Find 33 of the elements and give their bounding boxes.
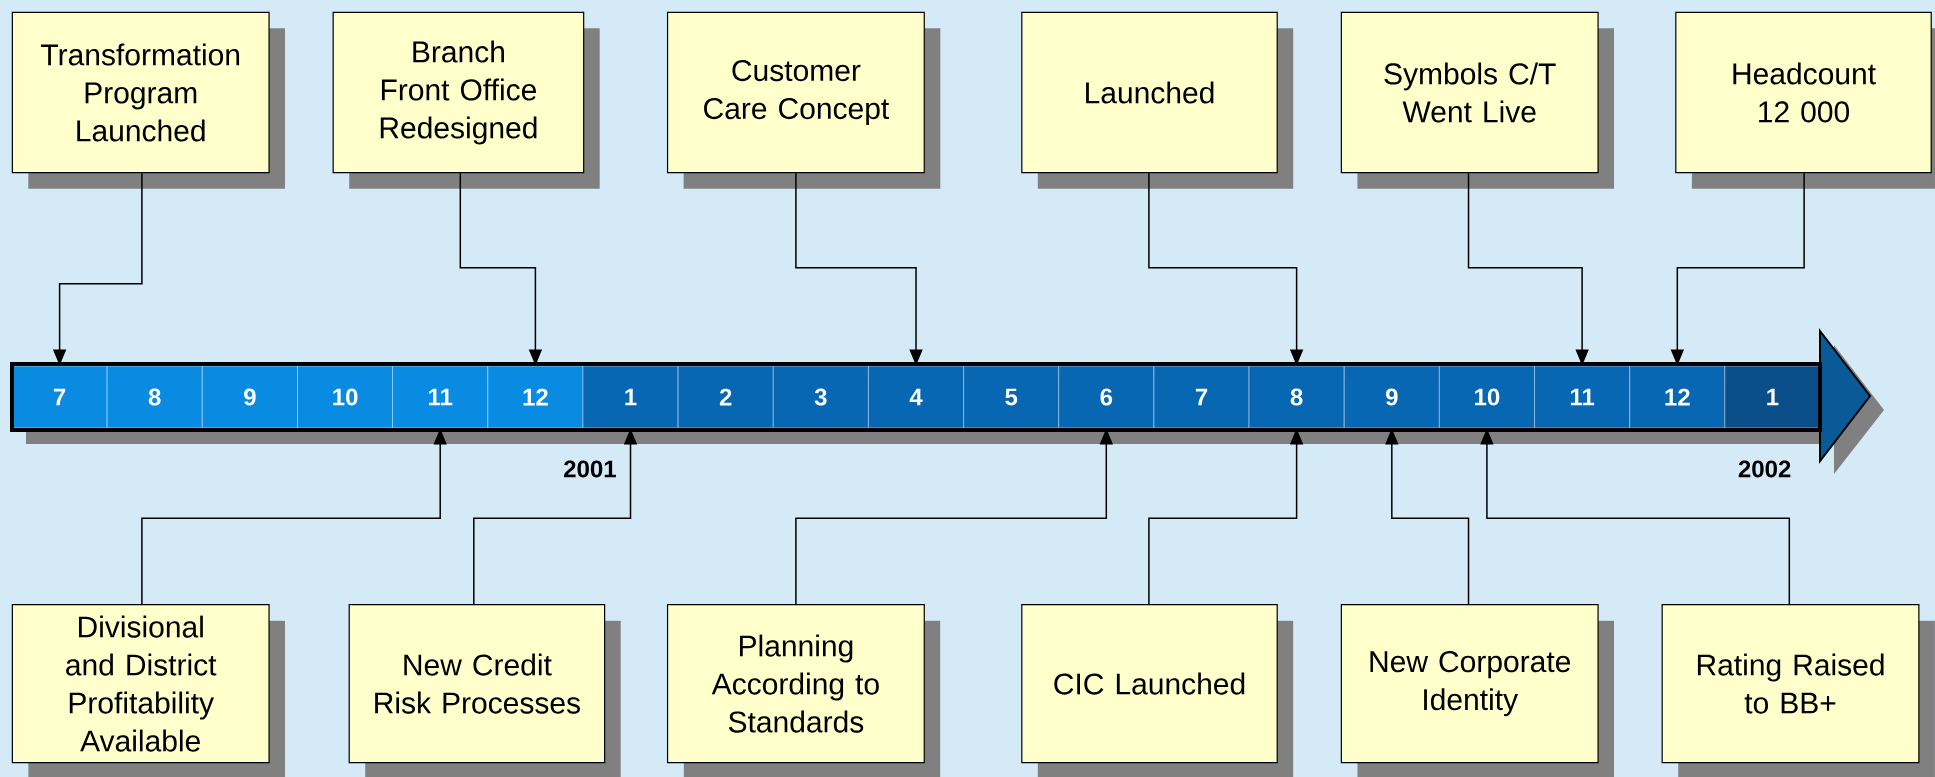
month-cell: 12 — [1629, 365, 1726, 429]
event-box: Branch Front Office Redesigned — [332, 11, 600, 189]
month-cell: 1 — [1724, 365, 1821, 429]
event-box: Launched — [1021, 11, 1294, 189]
month-cell: 10 — [297, 365, 394, 429]
month-cell: 3 — [772, 365, 869, 429]
event-box: Divisional and District Profitability Available — [11, 604, 285, 777]
event-box: New Credit Risk Processes — [348, 604, 621, 777]
month-cell: 2 — [677, 365, 774, 429]
month-cell: 11 — [1534, 365, 1631, 429]
month-cell: 7 — [11, 365, 108, 429]
month-cell: 5 — [963, 365, 1060, 429]
month-cell: 12 — [487, 365, 584, 429]
month-cell: 1 — [582, 365, 679, 429]
month-cell: 9 — [1343, 365, 1440, 429]
event-box: New Corporate Identity — [1340, 604, 1614, 777]
event-box: Customer Care Concept — [666, 11, 941, 189]
month-cell: 10 — [1438, 365, 1535, 429]
year-label: 2002 — [1738, 460, 1791, 478]
month-cell: 6 — [1058, 365, 1155, 429]
year-label: 2001 — [564, 460, 616, 478]
month-cell: 7 — [1153, 365, 1250, 429]
month-cell: 4 — [868, 365, 964, 429]
event-box: Symbols C/T Went Live — [1340, 11, 1614, 189]
month-cell: 8 — [106, 365, 203, 429]
event-box: CIC Launched — [1021, 604, 1294, 777]
event-box: Planning According to Standards — [666, 604, 941, 777]
event-box: Headcount 12 000 — [1675, 11, 1935, 189]
event-box: Transformation Program Launched — [11, 11, 285, 189]
event-box: Rating Raised to BB+ — [1661, 604, 1935, 777]
month-cell: 9 — [201, 365, 298, 429]
month-cell: 8 — [1248, 365, 1345, 429]
month-cell: 11 — [392, 365, 489, 429]
